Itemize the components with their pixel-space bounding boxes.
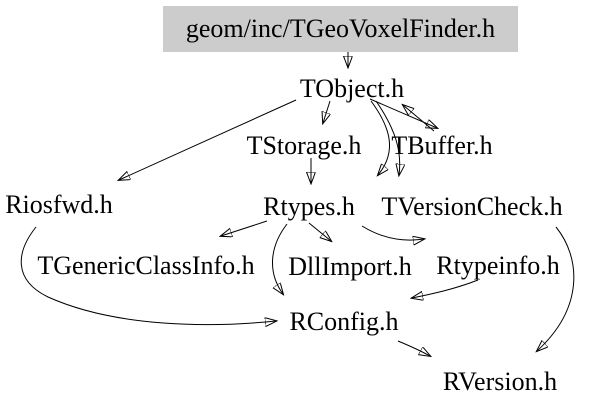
edge-tobject-rtypes [370, 100, 391, 175]
edge-tobject-tversioncheck [375, 100, 400, 175]
edge-rtypes-rconfig [272, 223, 288, 294]
edge-tobject-tbuffer [369, 98, 437, 128]
node-tbuffer[interactable]: TBuffer.h [391, 131, 493, 160]
node-tgenericclassinfo[interactable]: TGenericClassInfo.h [37, 251, 255, 280]
node-riosfwd[interactable]: Riosfwd.h [5, 190, 113, 219]
node-rtypeinfo[interactable]: Rtypeinfo.h [436, 251, 560, 280]
edge-riosfwd-rconfig [20, 226, 276, 325]
edge-rtypeinfo-rconfig [412, 279, 479, 298]
node-tgeovoxelfinder: geom/inc/TGeoVoxelFinder.h [163, 6, 518, 52]
node-dllimport[interactable]: DllImport.h [288, 252, 412, 281]
node-rtypes[interactable]: Rtypes.h [263, 192, 355, 221]
edge-tversioncheck-rversion [537, 226, 575, 351]
node-rconfig[interactable]: RConfig.h [289, 307, 399, 336]
node-rversion[interactable]: RVersion.h [442, 367, 558, 396]
edge-rconfig-rversion [397, 340, 430, 356]
node-tversioncheck[interactable]: TVersionCheck.h [381, 192, 563, 221]
node-tstorage[interactable]: TStorage.h [246, 131, 362, 160]
edge-tobject-tstorage [323, 100, 330, 123]
edge-tobject-riosfwd [119, 99, 297, 180]
edge-rtypes-dllimport [308, 222, 331, 241]
edge-tbuffer-tobject [403, 105, 435, 132]
node-tobject[interactable]: TObject.h [299, 74, 405, 103]
edge-rtypes-tgenericclassinfo [221, 220, 268, 236]
edge-rtypes-rtypeinfo [361, 225, 424, 240]
